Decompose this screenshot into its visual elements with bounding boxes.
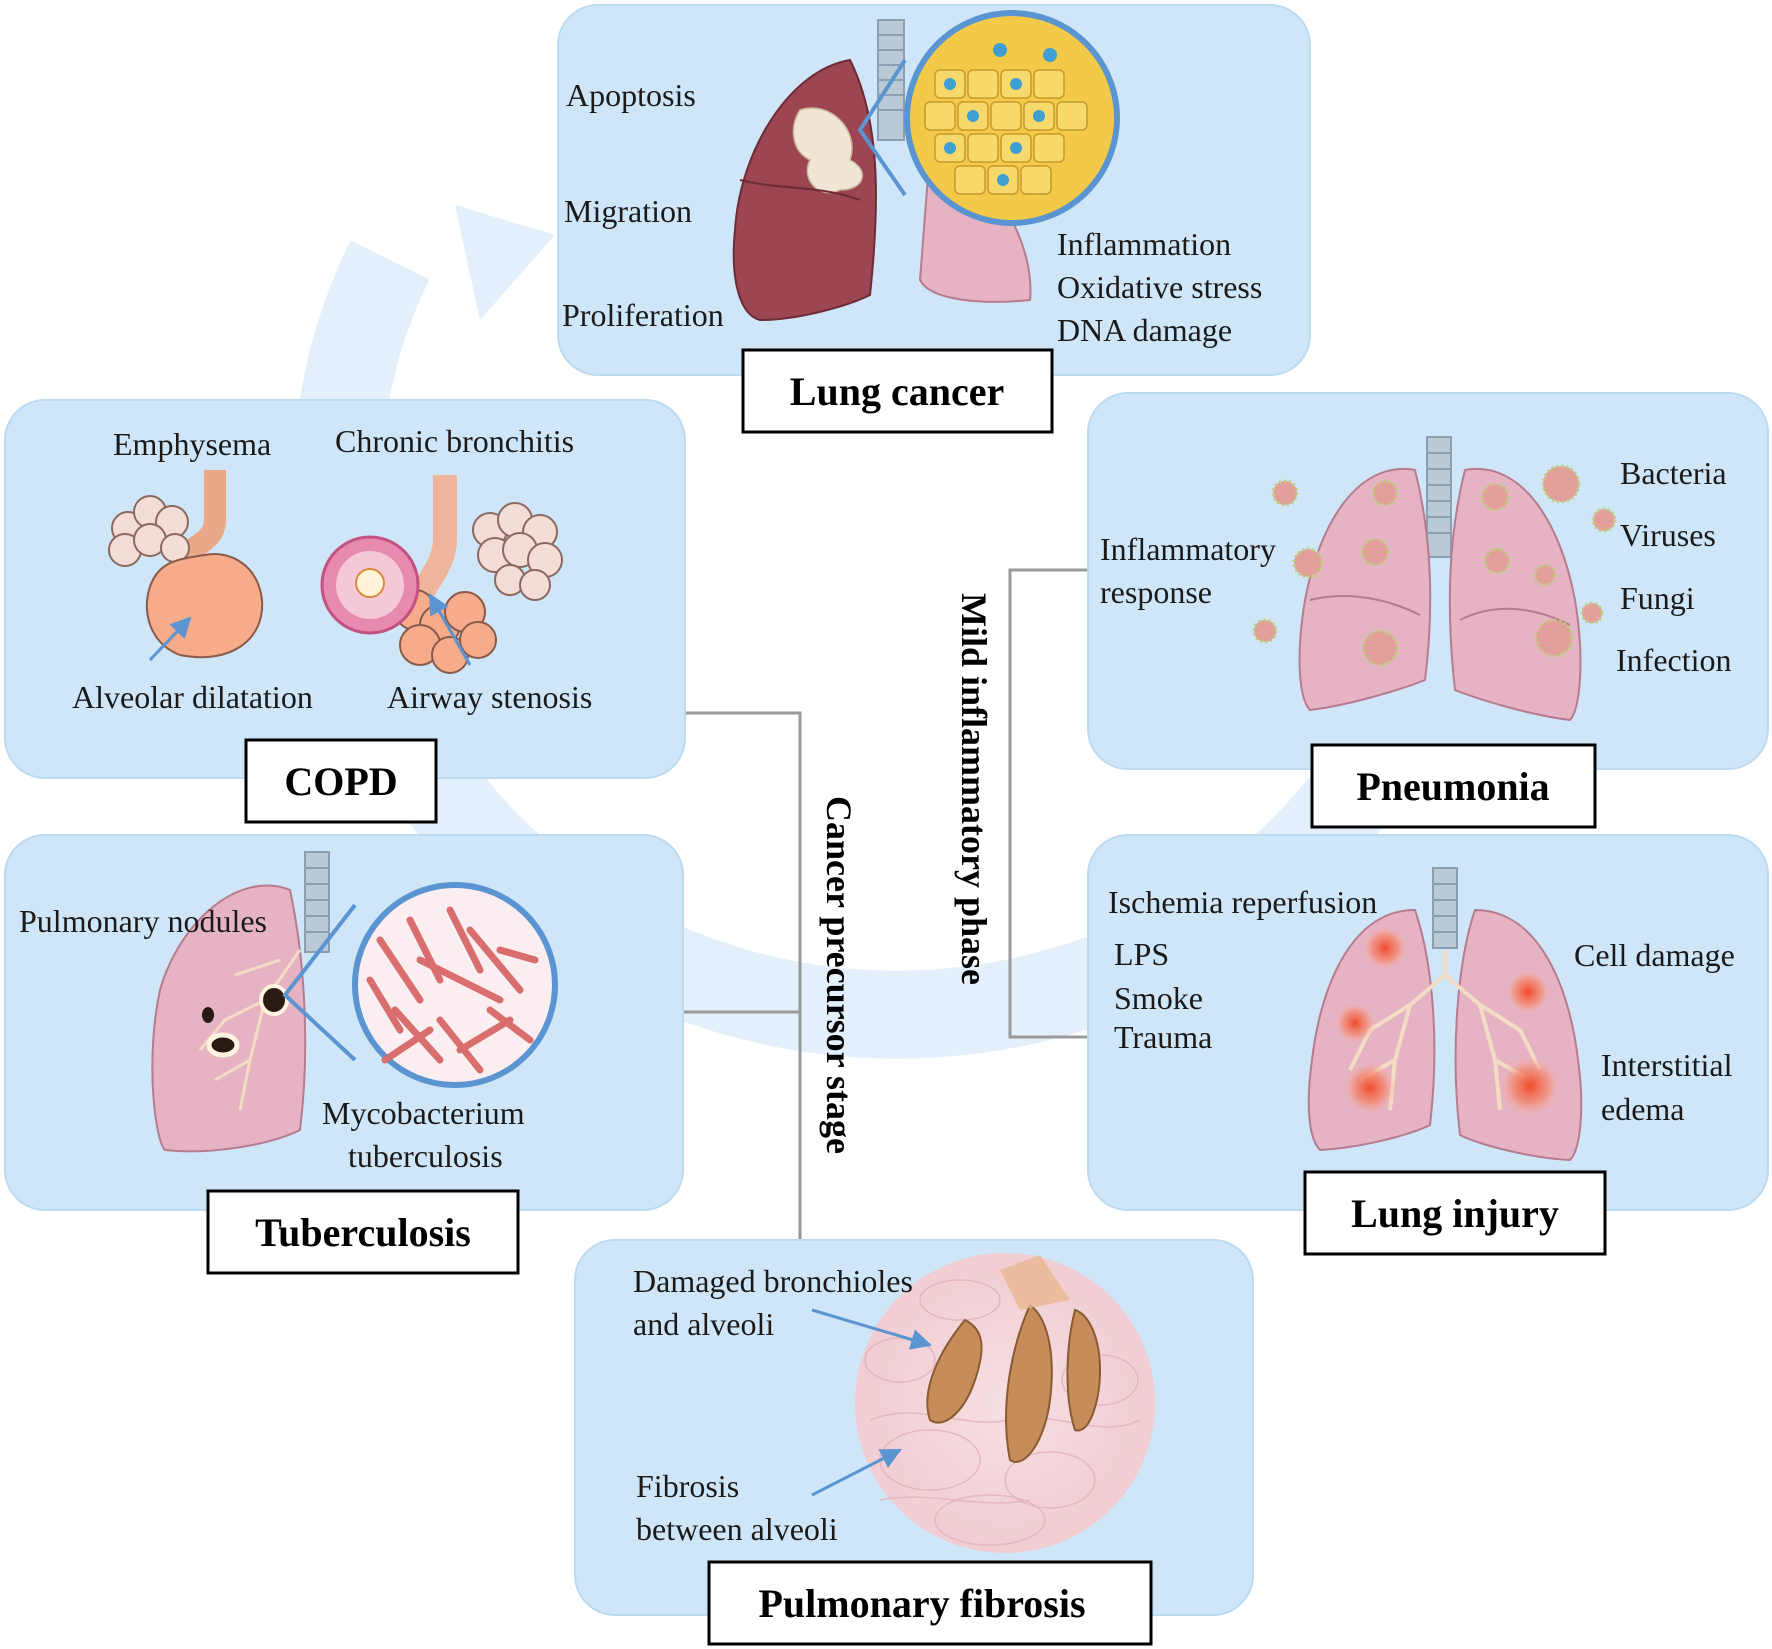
label-fungi: Fungi bbox=[1620, 580, 1695, 616]
title-box bbox=[206, 1189, 520, 1275]
label-pulmonary-nodules: Pulmonary nodules bbox=[19, 903, 267, 939]
label-fibrosis: Fibrosis bbox=[636, 1468, 739, 1504]
title-pulmonary-fibrosis: Pulmonary fibrosis bbox=[758, 1581, 1085, 1626]
label-infection: Infection bbox=[1616, 642, 1732, 678]
label-lps: LPS bbox=[1114, 936, 1169, 972]
label-response: response bbox=[1100, 574, 1212, 610]
stage-label-mild-inflammatory: Mild inflammatory phase bbox=[954, 593, 994, 985]
label-inflammatory: Inflammatory bbox=[1100, 531, 1276, 567]
label-trauma: Trauma bbox=[1114, 1019, 1212, 1055]
label-between-alveoli: between alveoli bbox=[636, 1511, 838, 1547]
lung-cancer-left-labels: Apoptosis Migration Proliferation bbox=[562, 77, 724, 333]
panel-lung-cancer: Apoptosis Migration Proliferation Inflam… bbox=[557, 4, 1311, 434]
panel-pulmonary-fibrosis: Damaged bronchioles and alveoli Fibrosis… bbox=[574, 1239, 1254, 1646]
label-alveolar-dilatation: Alveolar dilatation bbox=[72, 679, 313, 715]
label-and-alveoli: and alveoli bbox=[633, 1306, 774, 1342]
title-copd: COPD bbox=[284, 759, 397, 804]
label-apoptosis: Apoptosis bbox=[566, 77, 696, 113]
tuberculosis-illustration bbox=[151, 851, 558, 1153]
panel-lung-injury: Ischemia reperfusion LPS Smoke Trauma Ce… bbox=[1087, 834, 1769, 1256]
title-box bbox=[707, 1560, 1153, 1646]
title-box bbox=[741, 348, 1054, 434]
label-inflammation: Inflammation bbox=[1057, 226, 1231, 262]
title-lung-cancer: Lung cancer bbox=[790, 369, 1004, 414]
label-cell-damage: Cell damage bbox=[1574, 937, 1735, 973]
label-viruses: Viruses bbox=[1620, 517, 1716, 553]
lung-cancer-illustration bbox=[732, 10, 1120, 322]
title-lung-injury: Lung injury bbox=[1351, 1191, 1559, 1236]
copd-illustration bbox=[108, 470, 563, 674]
label-airway-stenosis: Airway stenosis bbox=[387, 679, 592, 715]
panel-tuberculosis: Pulmonary nodules Mycobacterium tubercul… bbox=[4, 834, 684, 1275]
label-dna-damage: DNA damage bbox=[1057, 312, 1232, 348]
label-edema: edema bbox=[1601, 1091, 1685, 1127]
lung-injury-illustration bbox=[1307, 867, 1583, 1162]
pneumonia-illustration bbox=[1252, 436, 1617, 722]
label-migration: Migration bbox=[564, 193, 692, 229]
label-tuberculosis: tuberculosis bbox=[348, 1138, 503, 1174]
label-oxidative-stress: Oxidative stress bbox=[1057, 269, 1262, 305]
label-bacteria: Bacteria bbox=[1620, 455, 1727, 491]
title-box bbox=[1303, 1170, 1607, 1256]
label-smoke: Smoke bbox=[1114, 980, 1203, 1016]
panel-copd: Emphysema Chronic bronchitis Alveolar di… bbox=[4, 399, 686, 824]
panel-background bbox=[4, 834, 684, 1211]
label-mycobacterium: Mycobacterium bbox=[322, 1095, 525, 1131]
title-pneumonia: Pneumonia bbox=[1356, 764, 1549, 809]
panel-pneumonia: Inflammatory response Bacteria Viruses F… bbox=[1087, 392, 1769, 829]
stage-connectors bbox=[683, 568, 1088, 1245]
lung-cancer-right-labels: Inflammation Oxidative stress DNA damage bbox=[1057, 226, 1262, 348]
label-ischemia-reperfusion: Ischemia reperfusion bbox=[1108, 884, 1377, 920]
label-chronic-bronchitis: Chronic bronchitis bbox=[335, 423, 574, 459]
title-box bbox=[1310, 743, 1597, 829]
stage-label-cancer-precursor: Cancer precursor stage bbox=[819, 796, 859, 1154]
pulmonary-fibrosis-illustration bbox=[811, 1253, 1155, 1553]
label-proliferation: Proliferation bbox=[562, 297, 724, 333]
title-box bbox=[244, 738, 438, 824]
label-emphysema: Emphysema bbox=[113, 426, 271, 462]
label-interstitial: Interstitial bbox=[1601, 1047, 1733, 1083]
title-tuberculosis: Tuberculosis bbox=[255, 1210, 471, 1255]
label-damaged-bronchioles: Damaged bronchioles bbox=[633, 1263, 913, 1299]
